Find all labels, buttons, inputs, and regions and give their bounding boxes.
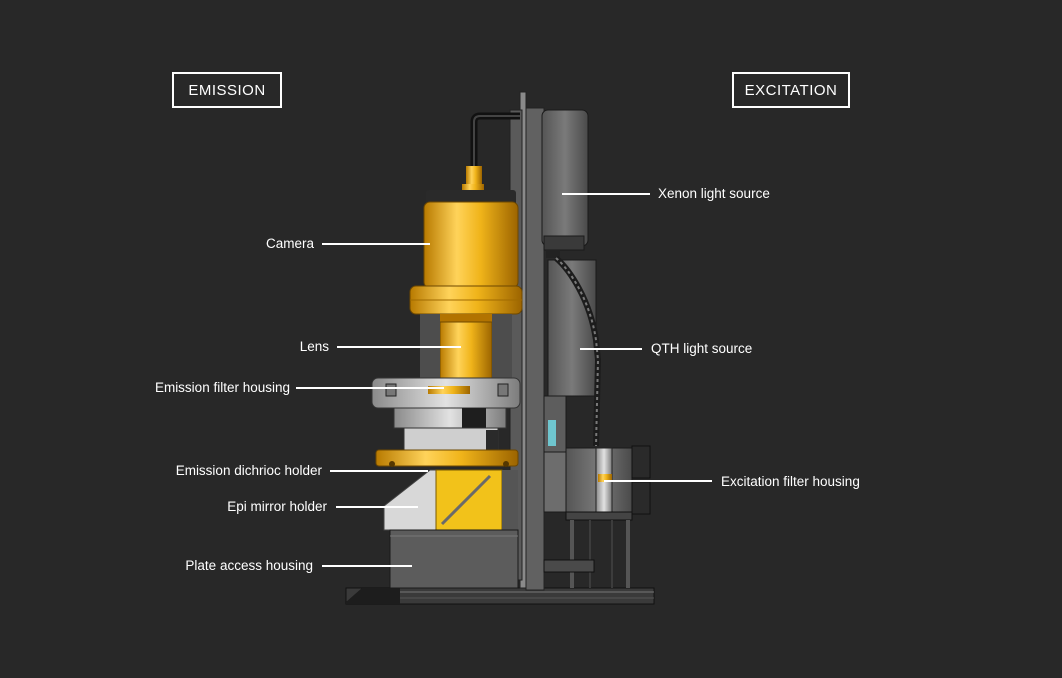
leader-plate-access-housing (322, 565, 412, 567)
label-qth-light-source: QTH light source (651, 341, 753, 356)
leader-camera (322, 243, 430, 245)
leader-excitation-filter-housing (604, 480, 712, 482)
plate-access-block (389, 529, 519, 589)
excitation-filter-block (543, 445, 651, 588)
label-lens: Lens (299, 339, 329, 354)
base-plate (345, 587, 655, 605)
epi-mirror-block (383, 469, 518, 531)
label-xenon-light-source: Xenon light source (658, 186, 770, 201)
emission-filter-ring (371, 377, 521, 409)
camera-cable (462, 112, 520, 194)
leader-qth-light-source (580, 348, 642, 350)
excitation-section-header: EXCITATION (732, 72, 850, 108)
label-emission-dichroic-holder: Emission dichrioc holder (175, 463, 322, 478)
leader-emission-dichroic-holder (330, 470, 428, 472)
xenon-light-source-unit (541, 109, 589, 258)
camera-body (409, 190, 523, 315)
leader-emission-filter-housing (296, 387, 444, 389)
leader-epi-mirror-holder (336, 506, 418, 508)
emission-section-header: EMISSION (172, 72, 282, 108)
dichroic-stack (375, 407, 519, 467)
leader-lens (337, 346, 461, 348)
label-emission-filter-housing: Emission filter housing (154, 380, 290, 395)
label-excitation-filter-housing: Excitation filter housing (721, 474, 860, 489)
label-camera: Camera (265, 236, 314, 251)
leader-xenon-light-source (562, 193, 650, 195)
label-epi-mirror-holder: Epi mirror holder (227, 499, 327, 514)
label-plate-access-housing: Plate access housing (185, 558, 313, 573)
qth-light-source-unit (543, 255, 602, 453)
